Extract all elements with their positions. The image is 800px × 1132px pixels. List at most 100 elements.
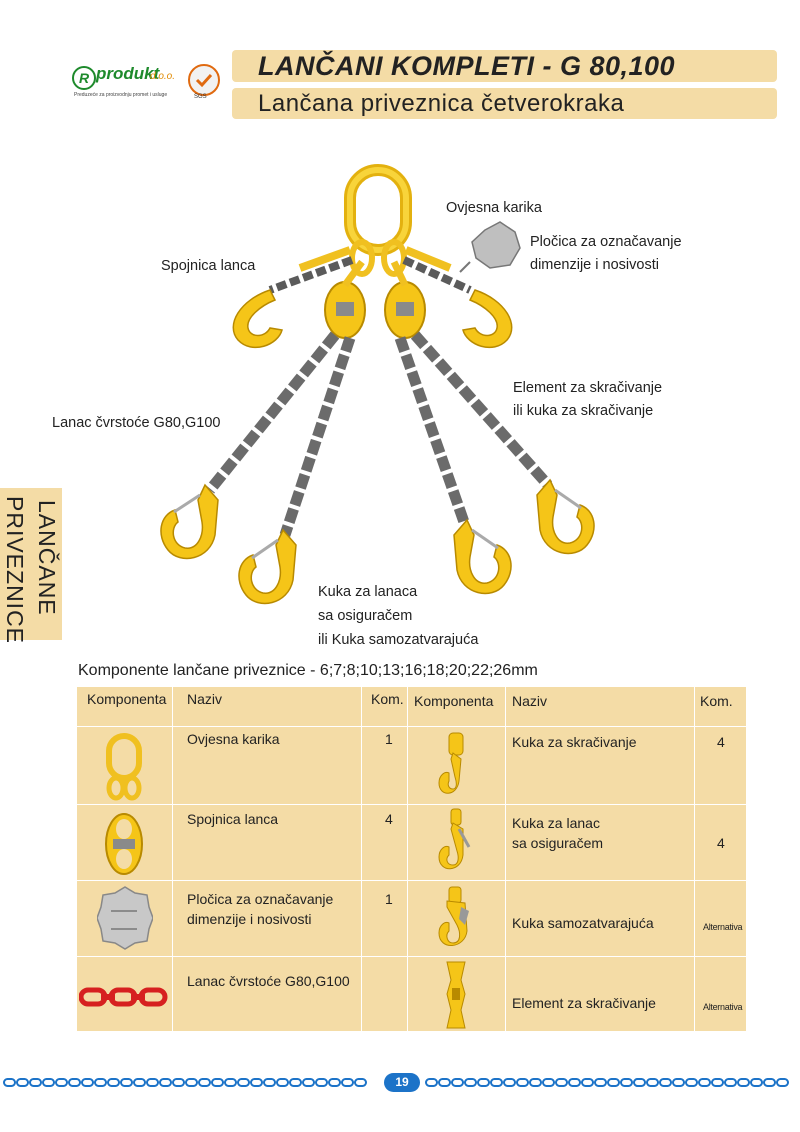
footer-chain-link (724, 1078, 737, 1087)
hook-3-icon (453, 518, 512, 595)
footer-chain-link (711, 1078, 724, 1087)
footer-chain-link (763, 1078, 776, 1087)
row2-left-qty: 4 (385, 811, 393, 827)
label-element-2: ili kuka za skračivanje (513, 403, 654, 419)
footer-chain-link (646, 1078, 659, 1087)
master-link-icon (106, 733, 142, 801)
hook-1-icon (160, 483, 219, 560)
row4-right-name: Element za skračivanje (512, 995, 656, 1011)
id-tag-icon (97, 886, 153, 950)
row3-right-name: Kuka samozatvarajuća (512, 915, 654, 931)
footer-chain-link (315, 1078, 328, 1087)
row4-left-name: Lanac čvrstoće G80,G100 (187, 973, 350, 989)
label-element-1: Element za skračivanje (513, 380, 663, 396)
footer-chain-link (224, 1078, 237, 1087)
row2-right-qty: 4 (717, 835, 725, 851)
id-tag-icon (459, 221, 521, 273)
footer-chain-link (289, 1078, 302, 1087)
footer-chain-link (159, 1078, 172, 1087)
chain-leg-2 (279, 336, 356, 537)
shortening-element-icon (446, 961, 466, 1029)
footer-chain-link (29, 1078, 42, 1087)
header-naziv-left: Naziv (187, 691, 223, 707)
footer-chain-link (133, 1078, 146, 1087)
shortening-hook-icon (438, 732, 464, 794)
footer-chain-link (81, 1078, 94, 1087)
chain-leg-1 (205, 331, 340, 494)
label-kuka-3: ili Kuka samozatvarajuća (318, 632, 479, 648)
connecting-link-right-icon (384, 281, 426, 339)
footer-chain-link (276, 1078, 289, 1087)
page-title: LANČANI KOMPLETI - G 80,100 (258, 51, 676, 81)
footer-chain-link (568, 1078, 581, 1087)
label-plocica-2: dimenzije i nosivosti (530, 257, 659, 273)
footer-chain-link (542, 1078, 555, 1087)
label-plocica-1: Pločica za označavanje (530, 234, 682, 250)
hook-4-icon (536, 478, 595, 555)
footer-chain-link (94, 1078, 107, 1087)
header-komponenta-right: Komponenta (414, 693, 494, 709)
row1-right-name: Kuka za skračivanje (512, 734, 637, 750)
footer-chain-link (211, 1078, 224, 1087)
connecting-link-icon (105, 813, 143, 875)
safety-hook-icon (438, 808, 471, 870)
row3-left-qty: 1 (385, 891, 393, 907)
footer-chain-link (516, 1078, 529, 1087)
footer-chain-link (620, 1078, 633, 1087)
row4-right-qty: Alternativa (703, 1002, 743, 1012)
row3-right-qty: Alternativa (703, 922, 743, 932)
cert-label: SGS (194, 94, 207, 100)
footer-chain-link (594, 1078, 607, 1087)
title-banner: LANČANI KOMPLETI - G 80,100 (232, 50, 777, 82)
header-kom-right: Kom. (700, 693, 733, 709)
footer-chain-link (107, 1078, 120, 1087)
label-ovjesna-karika: Ovjesna karika (446, 200, 542, 216)
footer-chain-link (529, 1078, 542, 1087)
footer-chain-link (3, 1078, 16, 1087)
chain-leg-upper-right (402, 246, 472, 294)
logo-tagline: Preduzeće za proizvodnju promet i usluge (74, 92, 168, 98)
logo-suffix: d.o.o. (150, 71, 176, 82)
footer-chain-link (198, 1078, 211, 1087)
footer-chain-link (776, 1078, 789, 1087)
footer-chain-link (146, 1078, 159, 1087)
footer-chain-link (659, 1078, 672, 1087)
footer-chain-link (581, 1078, 594, 1087)
self-locking-hook-icon (438, 886, 469, 946)
footer-chain-link (477, 1078, 490, 1087)
footer-chain-link (42, 1078, 55, 1087)
footer-chain-link (490, 1078, 503, 1087)
upper-right-hook-icon (462, 289, 513, 349)
footer-chain-link (633, 1078, 646, 1087)
footer-chain-link (503, 1078, 516, 1087)
subtitle-banner: Lančana priveznica četverokraka (232, 88, 777, 119)
row3-left-name-1: Pločica za označavanje (187, 891, 334, 907)
footer-chain-link (698, 1078, 711, 1087)
footer-chain-link (607, 1078, 620, 1087)
footer-chain-link (16, 1078, 29, 1087)
upper-left-hook-icon (232, 289, 283, 349)
footer-chain-link (354, 1078, 367, 1087)
label-kuka-2: sa osiguračem (318, 608, 413, 624)
logo-name: produkt (96, 64, 160, 83)
footer-chain-link (185, 1078, 198, 1087)
label-spojnica: Spojnica lanca (161, 258, 256, 274)
chain-leg-4 (410, 331, 553, 489)
certification-seal-icon (188, 64, 220, 96)
footer-chain-link (737, 1078, 750, 1087)
chain-icon (79, 987, 168, 1007)
row2-right-name-1: Kuka za lanac (512, 815, 600, 831)
chain-leg-upper-left (268, 246, 354, 294)
footer-chain-link (250, 1078, 263, 1087)
footer-chain-link (341, 1078, 354, 1087)
page-subtitle: Lančana priveznica četverokraka (258, 90, 625, 117)
footer-chain-link (464, 1078, 477, 1087)
hook-2-icon (238, 528, 297, 605)
table-title: Komponente lančane priveznice - 6;7;8;10… (78, 662, 538, 679)
footer-chain-link (120, 1078, 133, 1087)
header-komponenta-left: Komponenta (87, 691, 167, 707)
footer-chain-link (685, 1078, 698, 1087)
chain-sling-diagram (160, 164, 595, 605)
header-kom-left: Kom. (371, 691, 404, 707)
label-kuka-1: Kuka za lanaca (318, 584, 418, 600)
